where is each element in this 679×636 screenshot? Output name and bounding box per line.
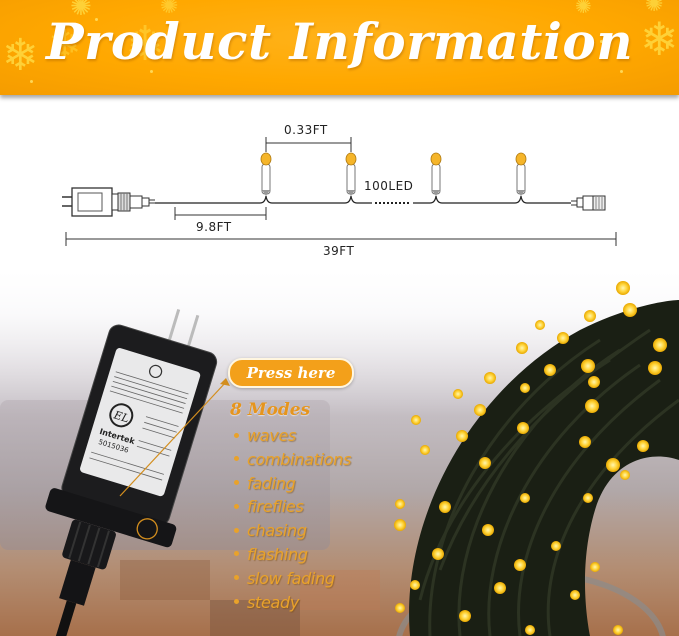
bullet-icon <box>234 503 239 509</box>
bullet-icon <box>234 432 239 438</box>
led-bulb-icon <box>515 152 527 196</box>
snowflake-icon: ❄ <box>125 16 166 72</box>
string-light-dimension-diagram: 0.33FT 100LED 9.8FT 39FT <box>0 110 679 270</box>
snowflake-icon: ✺ <box>575 0 592 18</box>
bullet-icon <box>234 575 239 581</box>
led-bulb-icon <box>345 152 357 196</box>
mode-item: steady <box>232 591 351 615</box>
modes-list: waves combinations fading fireflies chas… <box>232 424 351 614</box>
led-bulb-icon <box>260 152 272 196</box>
snowflake-icon: ✺ <box>70 0 92 22</box>
svg-text:EL: EL <box>111 408 130 425</box>
mode-item: waves <box>232 424 351 448</box>
light-string-schematic <box>62 137 617 246</box>
mode-item: fireflies <box>232 495 351 519</box>
modes-title: 8 Modes <box>230 400 311 420</box>
bullet-icon <box>234 551 239 557</box>
total-length-label: 39FT <box>323 244 355 258</box>
led-spacing-label: 0.33FT <box>284 123 328 137</box>
led-count-label: 100LED <box>364 179 414 193</box>
snowflake-icon: ❄ <box>640 12 679 66</box>
product-information-banner: ❄ ❄ ✺ ❄ ✺ ✺ ❄ ✺ Product Information <box>0 0 679 95</box>
snowflake-icon: ✺ <box>160 0 179 19</box>
page-title: Product Information <box>45 12 634 71</box>
snowflake-icon: ❄ <box>48 22 82 68</box>
bullet-icon <box>234 599 239 605</box>
pointer-line <box>119 378 230 497</box>
mode-item: flashing <box>232 543 351 567</box>
mode-item: chasing <box>232 519 351 543</box>
mode-item: slow fading <box>232 567 351 591</box>
led-bulb-icon <box>430 152 442 196</box>
power-adapter-image: EL Intertek 5015036 <box>45 309 218 636</box>
press-here-callout: Press here <box>228 358 354 388</box>
product-photo-section: EL Intertek 5015036 Press here 8 Modes w… <box>0 270 679 636</box>
lead-wire-label: 9.8FT <box>196 220 232 234</box>
mode-item: combinations <box>232 448 351 472</box>
bullet-icon <box>234 480 239 486</box>
snowflake-icon: ❄ <box>2 30 39 81</box>
mode-item: fading <box>232 472 351 496</box>
bullet-icon <box>234 456 239 462</box>
string-lights-image <box>394 281 679 636</box>
snowflake-icon: ✺ <box>645 0 664 17</box>
bullet-icon <box>234 527 239 533</box>
